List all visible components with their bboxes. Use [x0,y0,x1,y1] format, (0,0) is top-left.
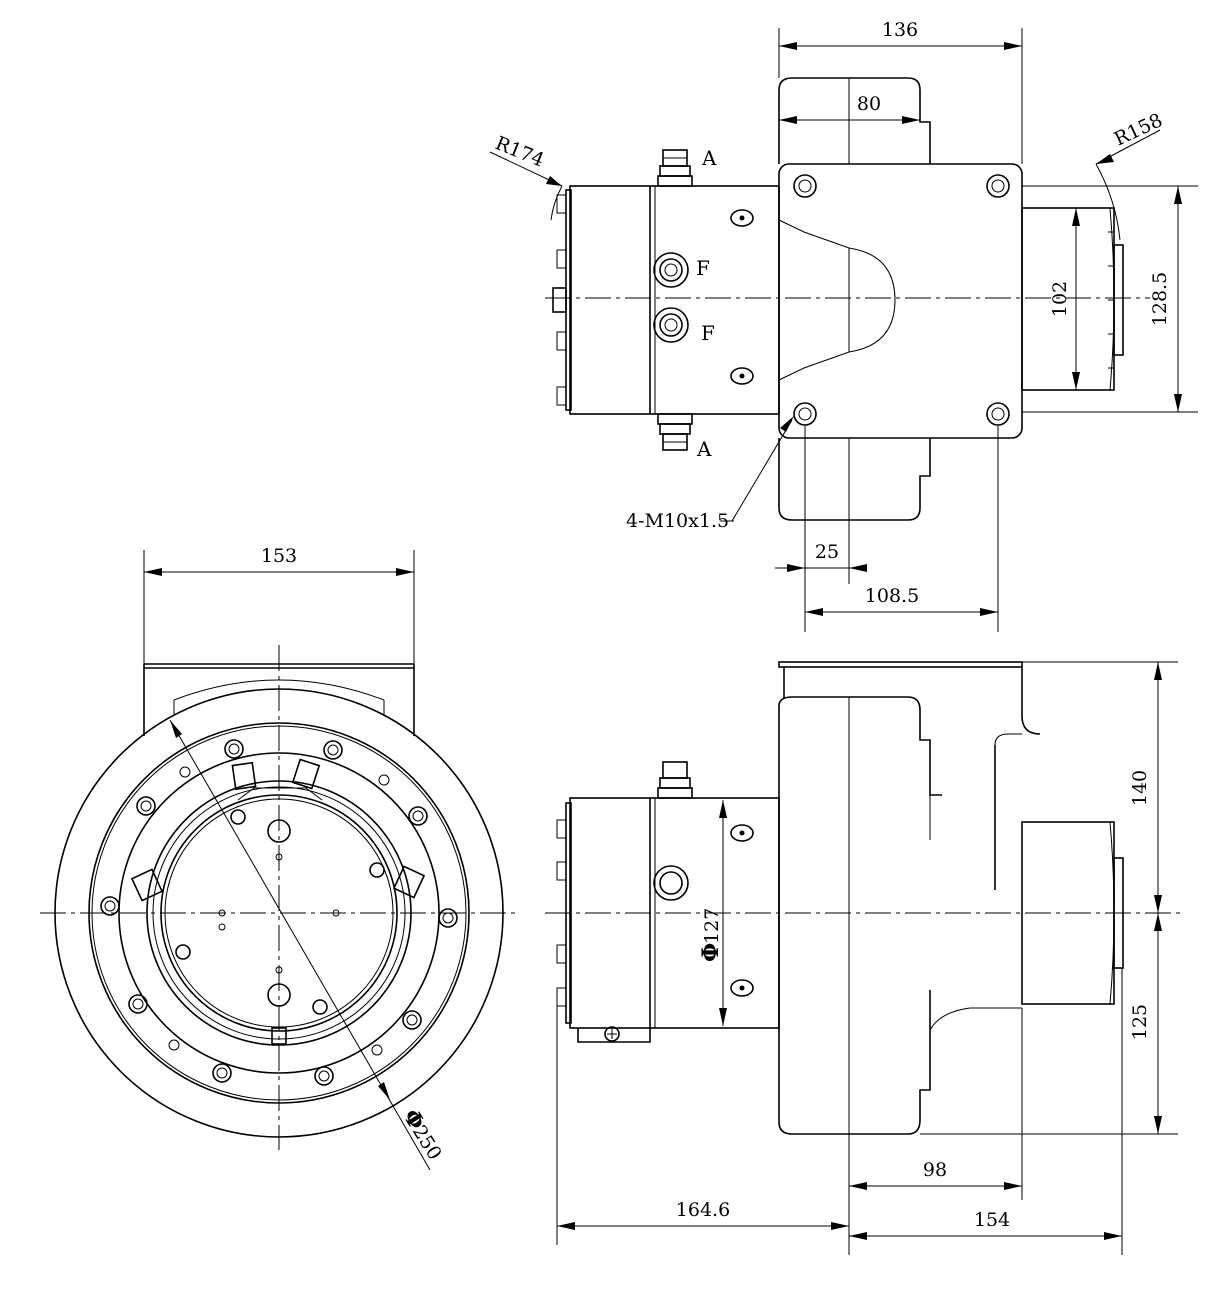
fitting-a-top [657,149,693,187]
bolt-circle [100,739,458,1086]
fitting-a-bottom [657,413,693,451]
dim-127: 127 [701,908,723,944]
label-f-bottom: F [701,321,715,345]
dim-98: 98 [923,1159,947,1181]
dim-153: 153 [261,545,297,567]
dim-102: 102 [1049,281,1071,317]
label-f-top: F [696,256,710,280]
dim-125: 125 [1129,1004,1151,1040]
dim-154: 154 [974,1209,1010,1231]
dim-25: 25 [815,541,839,563]
side-view: Φ 127 140 125 98 164.6 154 [545,661,1180,1255]
dim-136: 136 [882,19,918,41]
front-view: 153 Φ 250 [40,545,520,1171]
dim-140: 140 [1129,770,1151,806]
dim-108-5: 108.5 [865,585,919,607]
label-a-top: A [701,146,717,170]
dim-80: 80 [857,93,881,115]
dim-164-6: 164.6 [676,1199,730,1221]
dim-128-5: 128.5 [1149,272,1171,326]
dim-r158: R158 [1111,109,1166,150]
dim-phi-symbol-127: Φ [698,943,724,962]
top-view: 136 80 R174 R158 102 128.5 A F F [489,19,1198,632]
label-a-bottom: A [696,437,712,461]
front-fittings [130,758,426,1045]
label-thread: 4-M10x1.5 [626,510,729,532]
